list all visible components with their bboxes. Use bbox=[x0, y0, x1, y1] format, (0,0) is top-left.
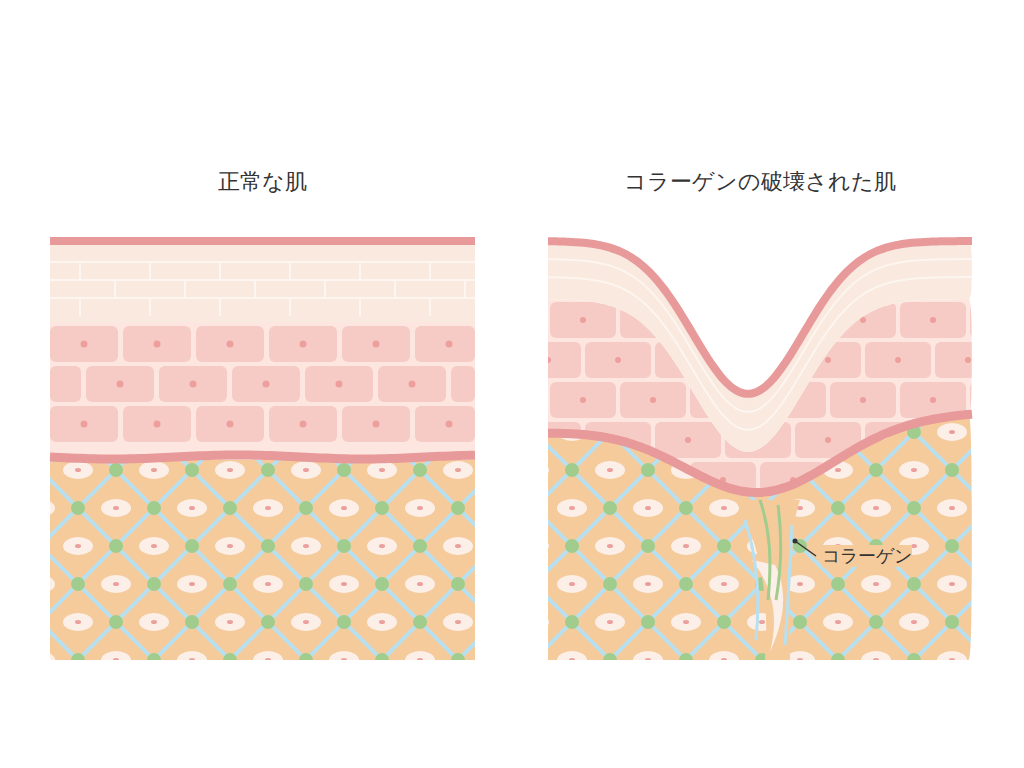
damaged-skin bbox=[548, 241, 975, 660]
panel-heading: 正常な肌 bbox=[218, 169, 307, 195]
panel-heading: コラーゲンの破壊された肌 bbox=[624, 169, 896, 195]
normal-skin bbox=[50, 237, 475, 660]
callout-label: コラーゲン bbox=[822, 545, 912, 567]
